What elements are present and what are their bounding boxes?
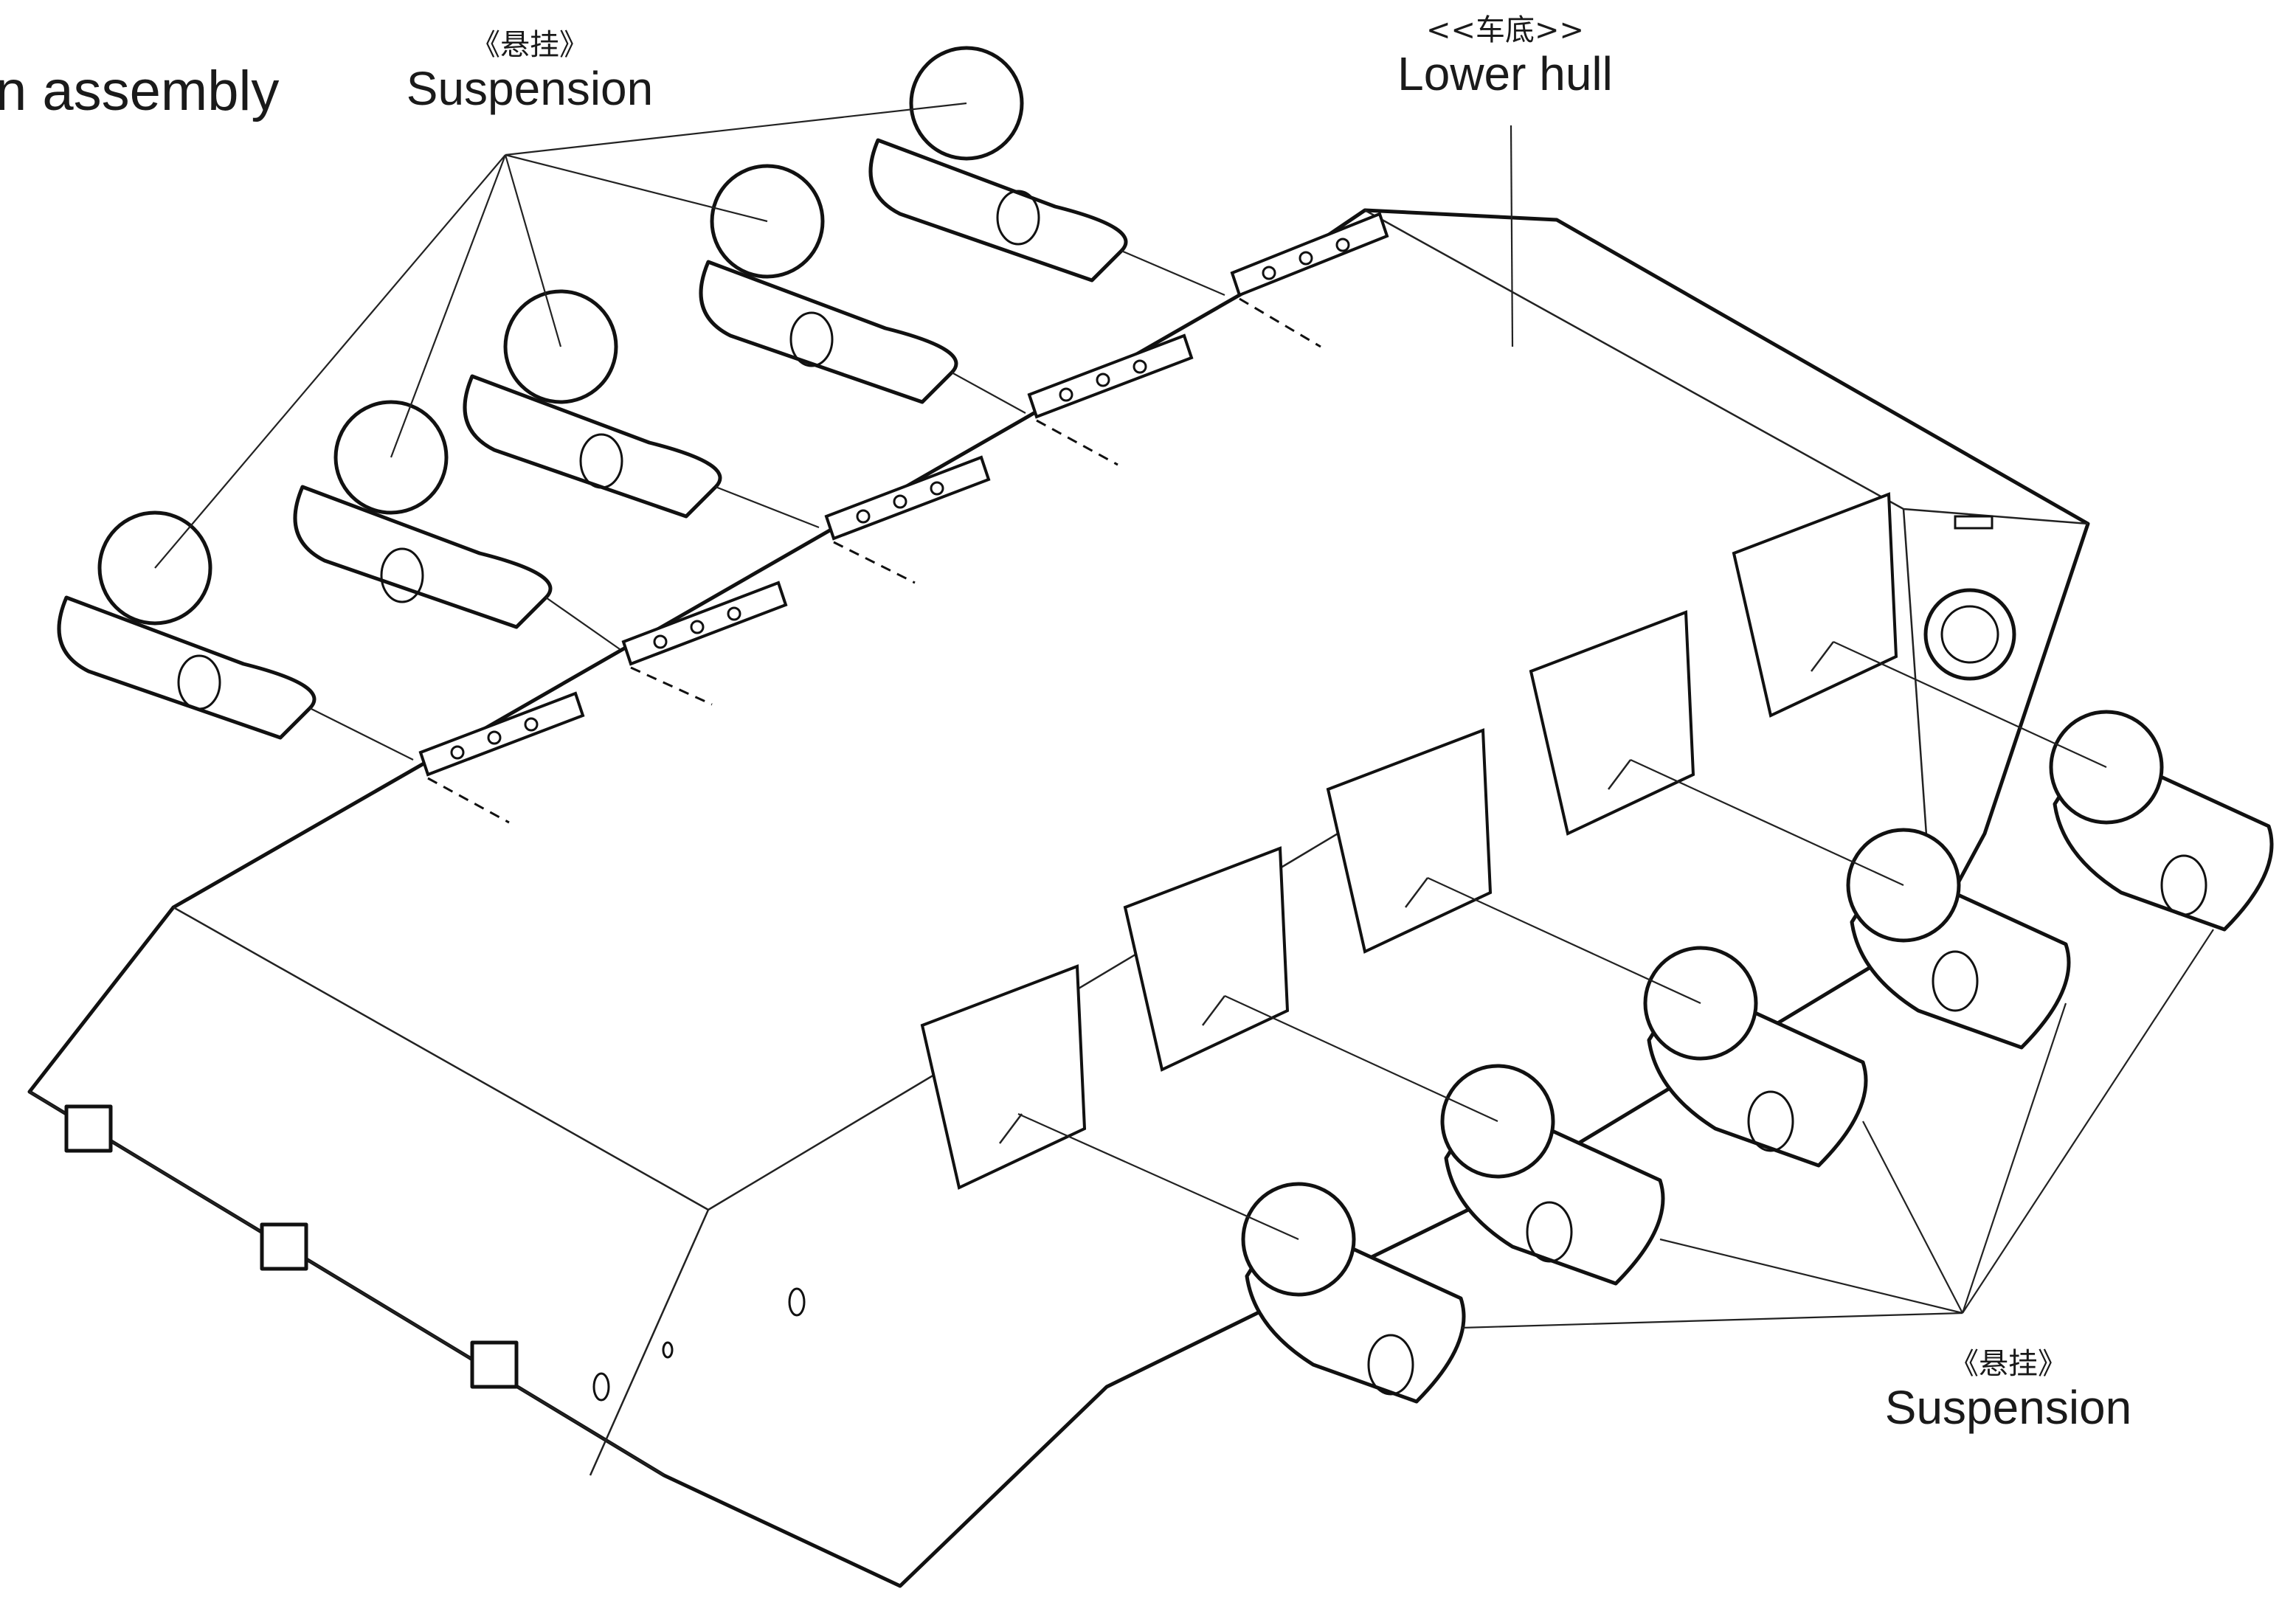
assembly-label: n assembly (0, 59, 279, 123)
mount-plate-2 (621, 581, 788, 706)
lower-suspension-units (1017, 641, 2274, 1404)
suspension-unit-4 (699, 164, 1026, 414)
lower-hull (27, 208, 2090, 1588)
suspension-unit-6 (1017, 1112, 1466, 1404)
track-hook-2 (260, 1222, 308, 1271)
bracket-2 (1123, 846, 1290, 1072)
assembly-label-text: n assembly (0, 60, 280, 122)
upper-mount-plates (418, 212, 1389, 824)
suspension-label-top-en: Suspension (406, 62, 654, 115)
lower-hull-leader (1510, 125, 1514, 347)
top-suspension-leaders (154, 102, 967, 569)
suspension-unit-7 (1224, 995, 1665, 1286)
bracket-5 (1732, 492, 1898, 718)
mount-plate-1 (418, 691, 585, 824)
suspension-label-bottom-cn: 《悬挂》 (1949, 1347, 2067, 1381)
bracket-4 (1529, 610, 1695, 836)
suspension-unit-10 (1833, 641, 2274, 932)
lower-hull-label-en: Lower hull (1397, 47, 1613, 100)
bracket-3 (1326, 728, 1493, 954)
mount-plate-3 (824, 455, 991, 584)
suspension-unit-9 (1630, 759, 2071, 1050)
mount-plate-4 (1027, 333, 1194, 466)
suspension-label-top: 《悬挂》 Suspension (390, 28, 670, 117)
suspension-unit-5 (868, 46, 1225, 297)
track-hook-3 (470, 1340, 519, 1389)
lower-hull-label-cn: <<车底>> (1425, 13, 1585, 47)
lower-mount-brackets (920, 492, 1898, 1190)
upper-suspension-units (57, 46, 1225, 761)
bottom-suspension-leaders (1460, 929, 2214, 1329)
suspension-label-bottom: 《悬挂》 Suspension (1875, 1347, 2141, 1436)
lower-hull-label: <<车底>> Lower hull (1380, 13, 1631, 102)
suspension-label-top-cn: 《悬挂》 (471, 28, 589, 62)
bracket-1 (920, 964, 1087, 1190)
mount-plate-5 (1230, 212, 1389, 348)
suspension-unit-8 (1427, 877, 1868, 1168)
suspension-label-bottom-en: Suspension (1884, 1381, 2132, 1434)
track-hook-1 (64, 1104, 113, 1153)
